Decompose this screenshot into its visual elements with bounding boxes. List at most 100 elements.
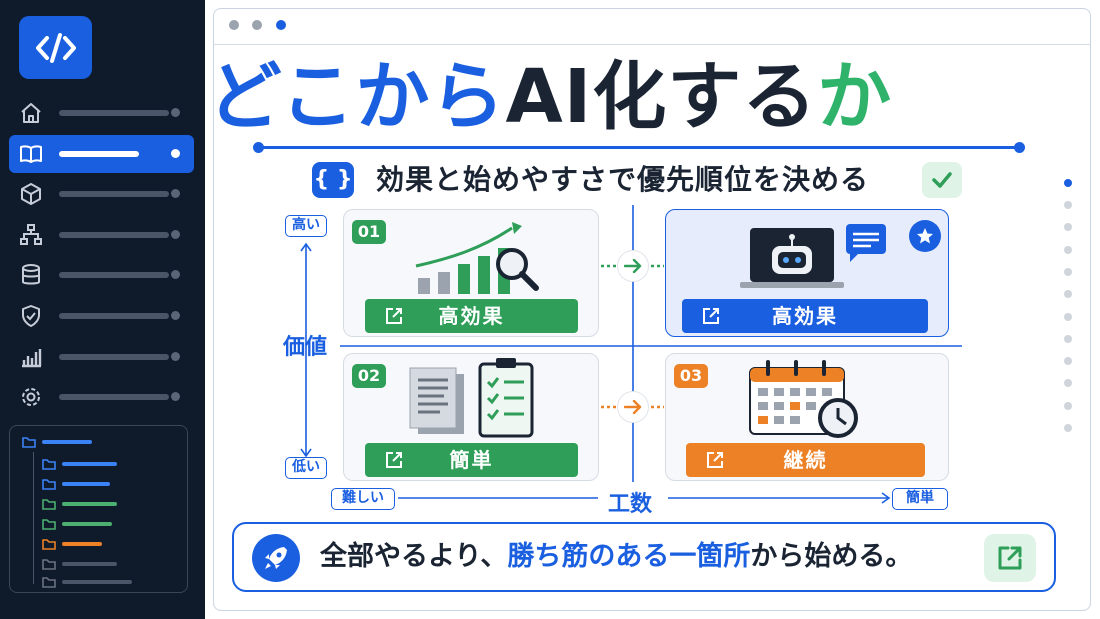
quadrant-label: 簡単	[449, 448, 494, 472]
tree-folder-root[interactable]	[22, 436, 172, 448]
pager-dot[interactable]	[1064, 246, 1072, 254]
folder-icon	[42, 519, 56, 530]
pager-dot[interactable]	[1064, 424, 1072, 432]
x-axis-right-tag: 簡単	[892, 488, 948, 510]
pager-dot[interactable]	[1064, 335, 1072, 343]
database-icon	[22, 264, 40, 285]
braces-badge: { }	[312, 162, 354, 198]
tree-folder[interactable]	[42, 518, 172, 530]
external-link-icon	[998, 546, 1022, 570]
nav-indicator	[171, 311, 180, 320]
sidebar-item-package[interactable]	[9, 175, 194, 213]
folder-icon	[22, 437, 36, 448]
tree-folder[interactable]	[42, 458, 172, 470]
title-part: どこから	[207, 54, 506, 140]
title-part: か	[817, 54, 893, 140]
nav-label-placeholder	[59, 151, 139, 157]
folder-icon	[42, 499, 56, 510]
window-dot	[252, 20, 262, 30]
nav-label-placeholder	[59, 191, 169, 197]
tree-folder[interactable]	[42, 558, 172, 570]
quadrant-label-button[interactable]: 高効果	[682, 299, 928, 333]
check-icon	[922, 162, 962, 198]
quadrant-label: 高効果	[772, 304, 838, 328]
nav-indicator	[171, 392, 180, 401]
nav-label-placeholder	[59, 313, 169, 319]
folder-icon	[42, 479, 56, 490]
folder-icon	[42, 539, 56, 550]
gear-icon	[22, 388, 40, 406]
tree-label-placeholder	[62, 562, 117, 566]
banner-text-part: から始める。	[750, 541, 913, 572]
folder-icon	[42, 577, 56, 588]
sidebar-item-database[interactable]	[9, 256, 194, 294]
code-logo-icon[interactable]	[19, 16, 92, 79]
tree-connector	[33, 452, 34, 584]
quadrant-card-03[interactable]: 03 継続	[665, 353, 949, 481]
tree-folder[interactable]	[42, 478, 172, 490]
sitemap-icon	[20, 224, 42, 245]
sidebar-item-home[interactable]	[9, 94, 194, 132]
quadrant-card-01[interactable]: 01 高効果	[343, 209, 599, 337]
external-link-icon	[386, 308, 402, 324]
file-tree	[9, 425, 188, 593]
tree-label-placeholder	[62, 580, 132, 584]
pager-dot[interactable]	[1064, 313, 1072, 321]
tree-label-placeholder	[62, 502, 117, 506]
pager-dot[interactable]	[1064, 290, 1072, 298]
banner-text-part: 全部やるより、	[320, 541, 508, 572]
pager-dot-active[interactable]	[1064, 179, 1072, 187]
ai-robot-laptop-icon	[740, 228, 844, 288]
quadrant-label-button[interactable]: 継続	[686, 443, 925, 477]
tree-label-placeholder	[42, 440, 92, 444]
pager-dot[interactable]	[1064, 402, 1072, 410]
window-header-divider	[214, 44, 1090, 45]
quadrant-label-button[interactable]: 高効果	[365, 299, 578, 333]
y-axis-high-tag: 高い	[285, 215, 327, 237]
sidebar-item-security[interactable]	[9, 297, 194, 335]
title-part: AI化する	[505, 54, 818, 140]
sidebar-item-analytics[interactable]	[9, 338, 194, 376]
book-open-icon	[20, 145, 42, 163]
banner-text-highlight: 勝ち筋のある一箇所	[507, 541, 751, 572]
chat-bubble-icon	[846, 224, 886, 262]
tree-folder[interactable]	[42, 576, 172, 588]
external-link-icon	[386, 452, 402, 468]
documents-checklist-icon	[409, 358, 534, 438]
tree-label-placeholder	[62, 522, 112, 526]
shield-check-icon	[22, 305, 40, 327]
folder-icon	[42, 459, 56, 470]
y-axis-low-tag: 低い	[285, 457, 327, 479]
quadrant-label: 高効果	[438, 304, 505, 328]
tree-folder[interactable]	[42, 498, 172, 510]
external-link-icon	[703, 308, 719, 324]
home-icon	[21, 103, 41, 123]
calendar-clock-icon	[749, 360, 858, 438]
external-link-button[interactable]	[984, 534, 1036, 582]
quadrant-number: 02	[352, 364, 386, 388]
quadrant-number: 03	[674, 364, 708, 388]
nav-indicator	[171, 270, 180, 279]
nav-label-placeholder	[59, 110, 169, 116]
quadrant-label-button[interactable]: 簡単	[365, 443, 578, 477]
sidebar-item-settings[interactable]	[9, 378, 194, 416]
pager-dot[interactable]	[1064, 223, 1072, 231]
sidebar-item-hierarchy[interactable]	[9, 216, 194, 254]
nav-label-placeholder	[59, 272, 169, 278]
quadrant-card-highlight[interactable]: 高効果	[665, 209, 949, 337]
star-icon	[909, 220, 941, 252]
y-axis-label: 価値	[283, 335, 328, 360]
sidebar-item-book[interactable]	[9, 135, 194, 173]
pager-dot[interactable]	[1064, 379, 1072, 387]
window-dot	[229, 20, 239, 30]
tree-folder[interactable]	[42, 538, 172, 550]
growth-chart-magnifier-icon	[415, 222, 539, 294]
pager-dot[interactable]	[1064, 357, 1072, 365]
page-title: どこからAI化するか	[0, 52, 1100, 142]
nav-indicator	[171, 189, 180, 198]
external-link-icon	[707, 452, 723, 468]
pager-dot[interactable]	[1064, 201, 1072, 209]
pager-dot[interactable]	[1064, 268, 1072, 276]
quadrant-card-02[interactable]: 02 簡単	[343, 353, 599, 481]
